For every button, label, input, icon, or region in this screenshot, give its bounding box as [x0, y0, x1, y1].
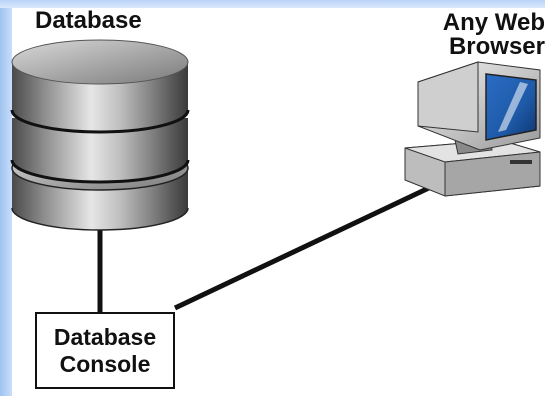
- console-to-browser-line: [173, 183, 435, 311]
- console-label-line1: Database: [53, 323, 157, 350]
- database-cylinder-icon: [10, 39, 190, 231]
- browser-label-line1: Any Web: [442, 9, 545, 36]
- database-console-node: Database Console: [35, 312, 175, 389]
- database-label: Database: [35, 7, 142, 34]
- browser-label-line2: Browser: [448, 33, 545, 60]
- top-edge-band: [0, 0, 545, 8]
- console-label-line2: Console: [59, 350, 151, 377]
- left-edge-band: [0, 0, 12, 396]
- desktop-computer-icon: [404, 61, 541, 197]
